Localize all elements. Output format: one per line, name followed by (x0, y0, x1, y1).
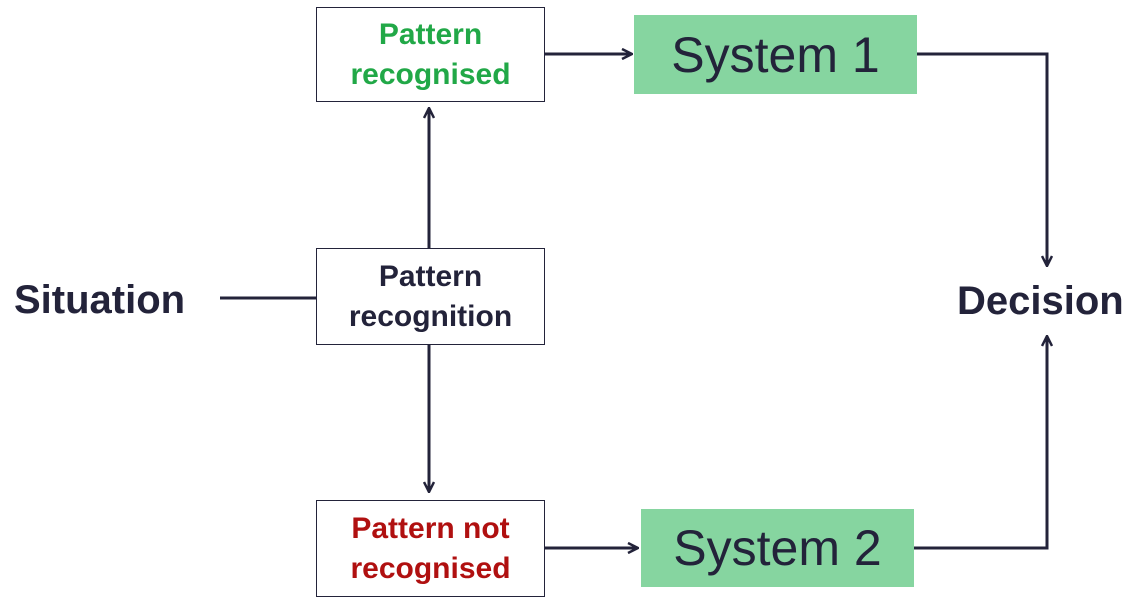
system1-label: System 1 (671, 26, 880, 83)
system1-to-decision-arrow (917, 52, 1047, 266)
system2-to-decision-arrow (914, 336, 1047, 550)
pattern-recognised-box: Pattern recognised (316, 7, 545, 102)
system2-label: System 2 (673, 520, 882, 576)
decision-label: Decision (957, 279, 1124, 323)
system1-box: System 1 (634, 15, 917, 94)
pattern-recognised-text: Pattern recognised (350, 17, 511, 91)
pattern-recognition-text: Pattern recognition (348, 259, 513, 333)
pattern-recognition-box: Pattern recognition (316, 248, 545, 345)
pattern-not-recognised-text: Pattern not recognised (350, 511, 511, 585)
pattern-not-recognised-box: Pattern not recognised (316, 500, 545, 597)
system2-box: System 2 (641, 509, 914, 587)
situation-label: Situation (14, 278, 186, 322)
